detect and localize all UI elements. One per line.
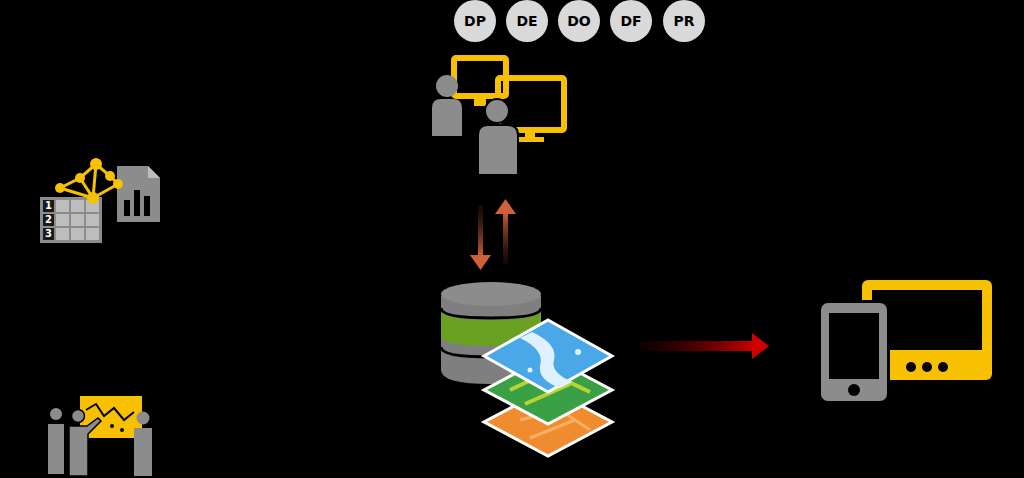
row-number: 3 <box>45 229 52 239</box>
devices-icon-part <box>848 384 860 396</box>
circle-outline <box>558 0 600 42</box>
map-layers-icon-part <box>484 320 612 392</box>
presentation-icon-part <box>110 424 114 428</box>
presentation-icon-part <box>72 410 85 423</box>
analytics-icon-part <box>56 214 69 226</box>
analytics-icon-part <box>43 214 54 226</box>
analytics-icon-part <box>55 183 65 193</box>
map-layers-icon-part <box>520 332 572 388</box>
database-icon-part <box>441 282 541 306</box>
delivery-arrow <box>640 333 769 359</box>
devices-icon-part <box>818 300 890 404</box>
analytics-icon-part <box>144 196 150 216</box>
analytics-icon-part <box>90 158 102 170</box>
role-abbreviation: DP <box>464 13 486 29</box>
analytics-icon-part <box>43 228 54 240</box>
presentation-icon-part <box>48 424 64 474</box>
analytics-icon-part <box>71 200 84 212</box>
exchange-arrows <box>470 199 516 270</box>
analytics-icon-part <box>60 164 118 198</box>
exchange-arrows-part <box>470 255 491 270</box>
role-abbreviation: DE <box>516 13 537 29</box>
analytics-icon-part <box>134 190 140 216</box>
analysts-icon-part <box>478 125 518 175</box>
exchange-arrows-part <box>495 199 516 214</box>
role-abbreviation: PR <box>673 13 694 29</box>
analytics-icon-part <box>105 171 115 181</box>
role-circle: DP <box>454 0 496 42</box>
devices-icon-part <box>821 303 887 401</box>
role-circle: DE <box>506 0 548 42</box>
analysts-icon-part <box>474 98 486 106</box>
presentation-icon-part <box>137 412 150 425</box>
analytics-icon-part <box>56 200 99 240</box>
analytics-icon-part <box>87 192 99 204</box>
row-number: 2 <box>45 215 52 225</box>
devices-icon-part <box>922 362 932 372</box>
devices-icon <box>818 280 992 404</box>
database-icon-part <box>441 308 541 318</box>
presentation-icon-part <box>69 418 101 476</box>
analytics-icon-part <box>43 200 54 240</box>
role-circle: DF <box>610 0 652 42</box>
analysts-icon-part <box>525 130 535 138</box>
role-circle: PR <box>663 0 705 42</box>
circle-outline <box>610 0 652 42</box>
presentation-icon <box>48 396 152 476</box>
analysts-icon-part <box>516 137 544 142</box>
delivery-arrow-part <box>640 341 756 351</box>
analytics-icon-part <box>86 228 99 240</box>
analytics-icon-part <box>75 173 85 183</box>
analytics-icon-part <box>43 200 54 212</box>
analytics-icon-part <box>71 228 84 240</box>
circle-outline <box>663 0 705 42</box>
analytics-icon-part <box>60 164 118 198</box>
map-layers-icon-part <box>575 349 581 355</box>
role-abbreviation: DO <box>567 13 591 29</box>
analysts-icon-part <box>436 75 458 97</box>
devices-icon-part <box>938 362 948 372</box>
row-number: 1 <box>45 201 52 211</box>
analytics-icon-part <box>148 166 160 178</box>
role-circle: DO <box>558 0 600 42</box>
analytics-icon-part <box>86 214 99 226</box>
map-layers-icon-part <box>528 368 533 373</box>
devices-icon-part <box>829 313 879 379</box>
analytics-icon-part <box>113 179 123 189</box>
analysts-icon <box>432 58 564 175</box>
analytics-icon-part <box>117 166 160 222</box>
devices-icon-part <box>895 355 980 375</box>
presentation-icon-part <box>120 428 124 432</box>
presentation-icon-part <box>50 408 62 420</box>
analytics-icon-part <box>56 228 69 240</box>
exchange-arrows-part <box>503 212 508 264</box>
devices-icon-part <box>906 362 916 372</box>
presentation-icon-part <box>86 404 134 420</box>
analytics-icon-part <box>124 200 130 216</box>
presentation-icon-part <box>134 428 152 476</box>
map-layers-icon <box>484 320 612 456</box>
analysts-icon-part <box>485 99 509 123</box>
analytics-icon <box>40 158 160 243</box>
circle-outline <box>454 0 496 42</box>
analytics-icon-part <box>56 200 69 212</box>
analytics-icon-part <box>71 214 84 226</box>
delivery-arrow-part <box>752 333 769 359</box>
role-abbreviation: DF <box>620 13 641 29</box>
circle-outline <box>506 0 548 42</box>
exchange-arrows-part <box>478 205 483 257</box>
analysts-icon-part <box>432 99 462 136</box>
analytics-icon-part <box>55 158 123 204</box>
